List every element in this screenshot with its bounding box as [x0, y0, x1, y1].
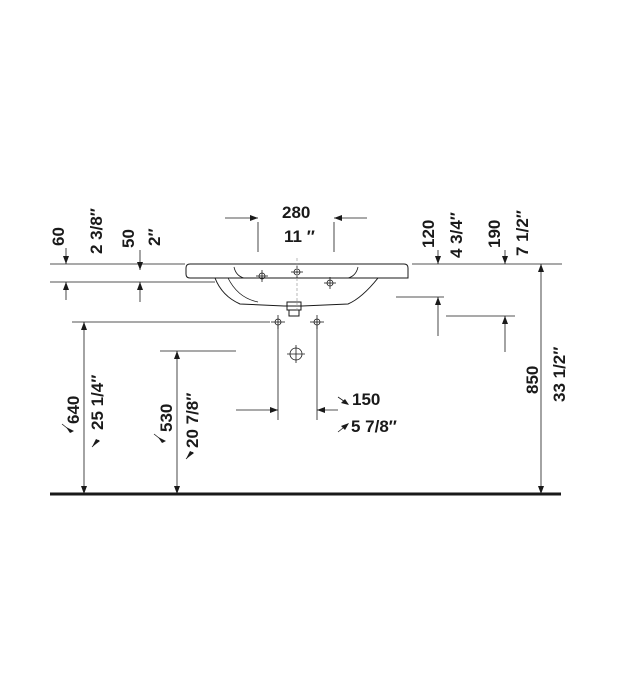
dim-right-depth-mm: 120 [419, 220, 438, 248]
dim-right-depth2-mm: 190 [485, 220, 504, 248]
dimension-supply-spacing: 150 5 7/8″ [236, 390, 397, 436]
dim-drain-height-mm: 530 [157, 404, 176, 432]
dimension-total-height: 850 33 1/2″ [523, 264, 569, 494]
dim-top-width-mm: 280 [282, 203, 310, 222]
dim-total-height-in: 33 1/2″ [550, 347, 569, 402]
dim-drain-height-in: 20 7/8″ [183, 393, 202, 448]
tap-hole-right [324, 277, 336, 289]
dim-supply-height-mm: 640 [64, 396, 83, 424]
dim-right-depth-in: 4 3/4″ [447, 212, 466, 258]
dim-left-offset-in: 2 3/8″ [87, 208, 106, 254]
dimension-supply-height: 640 25 1/4″ [61, 321, 270, 494]
dimension-right-depth2: 190 7 1/2″ [446, 210, 532, 352]
dim-top-width-in: 11 ″ [284, 227, 315, 246]
dimension-top-width: 280 11 ″ [225, 203, 367, 252]
dimension-drain-height: 530 20 7/8″ [153, 350, 236, 494]
dim-left-depth-in: 2″ [145, 228, 164, 246]
dimension-left-offset: 60 2 3/8″ [49, 208, 215, 300]
tap-hole-center [291, 266, 303, 278]
supply-connections [271, 315, 324, 420]
dimension-right-depth: 120 4 3/4″ [396, 212, 562, 336]
dim-supply-height-in: 25 1/4″ [88, 375, 107, 430]
dim-supply-spacing-in: 5 7/8″ [351, 417, 397, 436]
dim-right-depth2-in: 7 1/2″ [513, 210, 532, 256]
tap-hole-left [256, 270, 268, 282]
dim-left-offset-mm: 60 [49, 227, 68, 246]
dim-total-height-mm: 850 [523, 366, 542, 394]
dimension-left-depth: 50 2″ [119, 228, 164, 302]
dim-supply-spacing-mm: 150 [352, 390, 380, 409]
washbasin [185, 258, 409, 317]
drain-outlet-icon [287, 345, 305, 363]
dim-left-depth-mm: 50 [119, 229, 138, 248]
